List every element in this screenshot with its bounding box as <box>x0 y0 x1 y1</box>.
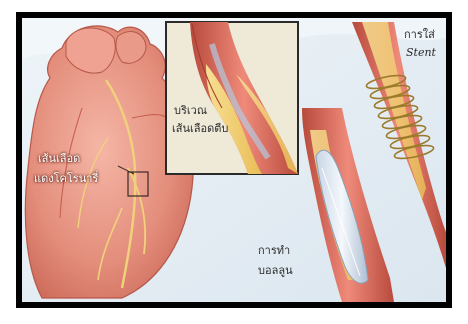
stent-label-line2: Stent <box>406 46 436 60</box>
illustration: เส้นเลือด แดงโคโรนารี่ บริเวณ เส้นเลือดต… <box>22 18 446 302</box>
balloon-label-line1: การทำ <box>258 244 290 258</box>
stent-label-line1: การใส่ <box>404 28 435 42</box>
balloon-label-line2: บอลลูน <box>258 264 293 278</box>
inset-narrowed-artery <box>166 22 298 174</box>
narrowed-area-label-line2: เส้นเลือดตีบ <box>172 122 228 136</box>
narrowed-area-label-line1: บริเวณ <box>174 104 207 118</box>
coronary-artery-label-line2: แดงโคโรนารี่ <box>34 172 98 186</box>
coronary-artery-label-line1: เส้นเลือด <box>38 152 80 166</box>
medical-illustration <box>22 18 446 302</box>
